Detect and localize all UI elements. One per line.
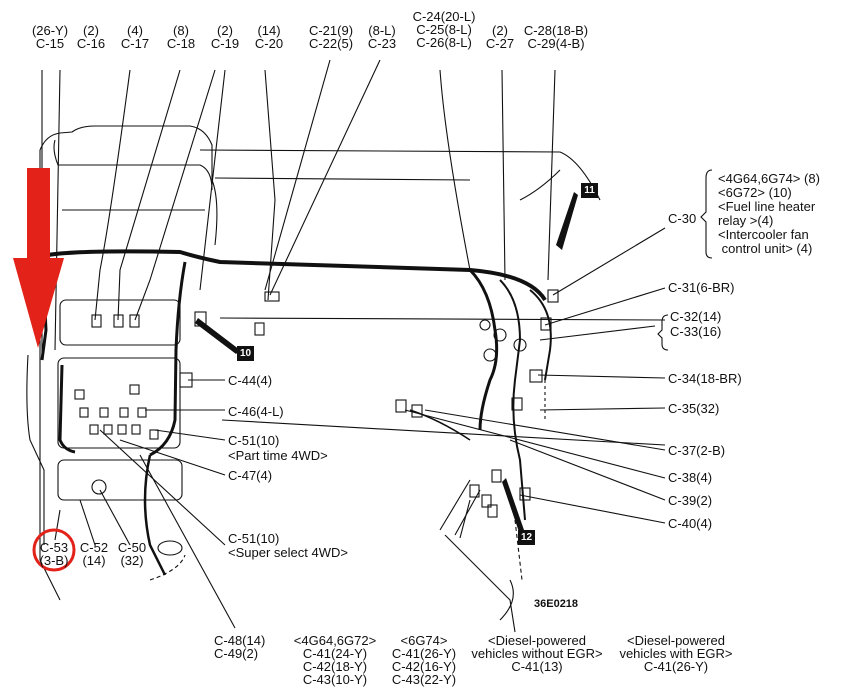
label-c30: C-30 xyxy=(668,211,697,226)
badge-12: 12 xyxy=(518,530,535,545)
badge-11: 11 xyxy=(581,183,598,198)
label-c15: (26-Y)C-15 xyxy=(31,23,69,51)
label-c51-super-select: C-51(10) xyxy=(228,531,280,546)
tape-12 xyxy=(502,478,524,532)
label-c52: C-52(14) xyxy=(79,540,109,568)
label-c20: (14)C-20 xyxy=(254,23,284,51)
label-c32: C-32(14) xyxy=(670,309,722,324)
figure-code: 36E0218 xyxy=(534,598,579,610)
label-c33: C-33(16) xyxy=(670,324,722,339)
label-c34: C-34(18-BR) xyxy=(668,371,742,386)
label-c40: C-40(4) xyxy=(668,516,713,531)
badge-10: 10 xyxy=(237,346,254,361)
label-c39: C-39(2) xyxy=(668,493,713,508)
note-6g74: <6G74>C-41(26-Y)C-42(16-Y)C-43(22-Y) xyxy=(391,633,457,687)
label-c44: C-44(4) xyxy=(228,373,273,388)
label-c37: C-37(2-B) xyxy=(668,443,726,458)
label-c31: C-31(6-BR) xyxy=(668,280,735,295)
label-c50: C-50(32) xyxy=(117,540,147,568)
label-c38: C-38(4) xyxy=(668,470,713,485)
tape-10 xyxy=(195,318,240,354)
red-arrow-annotation xyxy=(13,168,64,348)
label-c35: C-35(32) xyxy=(668,401,720,416)
label-c21-c22: C-21(9)C-22(5) xyxy=(308,23,354,51)
tape-11 xyxy=(556,192,578,250)
label-c27: (2)C-27 xyxy=(485,23,515,51)
label-c53: C-53(3-B) xyxy=(39,540,69,568)
label-c51-super-select-note: <Super select 4WD> xyxy=(228,545,348,560)
note-4g64-6g72: <4G64,6G72>C-41(24-Y)C-42(18-Y)C-43(10-Y… xyxy=(293,633,377,687)
label-c19: (2)C-19 xyxy=(210,23,240,51)
label-c30-note: <4G64,6G74> (8)<6G72> (10)<Fuel line hea… xyxy=(718,171,820,256)
label-c28-c29: C-28(18-B)C-29(4-B) xyxy=(523,23,589,51)
label-c24-c26: C-24(20-L)C-25(8-L)C-26(8-L) xyxy=(412,9,476,50)
label-c16: (2)C-16 xyxy=(76,23,106,51)
label-c51-part-time-note: <Part time 4WD> xyxy=(228,448,328,463)
label-c46: C-46(4-L) xyxy=(228,404,284,419)
label-c18: (8)C-18 xyxy=(166,23,196,51)
label-c23: (8-L)C-23 xyxy=(367,23,397,51)
label-c48-c49: C-48(14)C-49(2) xyxy=(214,633,266,661)
red-circle-annotation xyxy=(32,528,76,572)
label-c17: (4)C-17 xyxy=(120,23,150,51)
label-c47: C-47(4) xyxy=(228,468,273,483)
label-c51-part-time: C-51(10) xyxy=(228,433,280,448)
